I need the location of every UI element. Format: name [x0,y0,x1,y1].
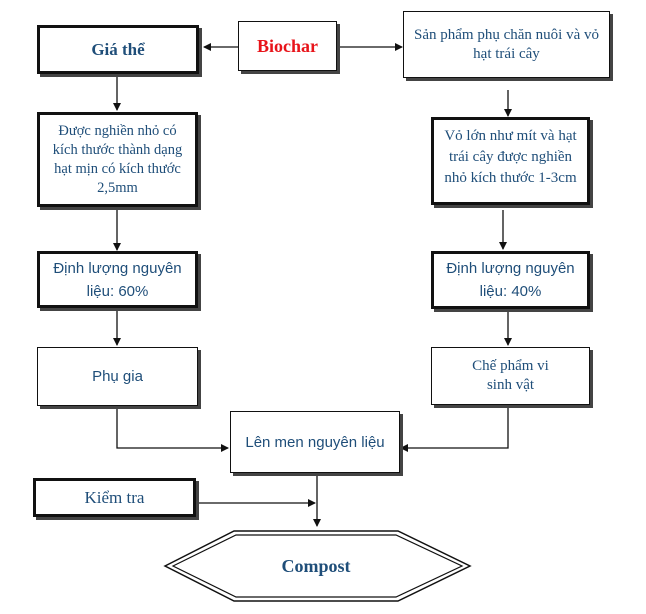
node-che-pham: Chế phẩm vi sinh vật [431,347,590,405]
node-vo-lon-label: Vỏ lớn như mít và hạt trái cây được nghi… [444,128,577,186]
compost-diamond-outer [163,530,472,602]
node-nghien-left-label: Được nghiền nhỏ có kích thước thành dạng… [52,122,183,196]
node-vo-lon: Vỏ lớn như mít và hạt trái cây được nghi… [431,117,590,205]
node-san-pham: Sản phẩm phụ chăn nuôi và vỏ hạt trái câ… [403,11,610,78]
node-compost: Compost [236,552,396,580]
node-nghien-left: Được nghiền nhỏ có kích thước thành dạng… [37,112,198,207]
node-kiem-tra-label: Kiểm tra [84,487,145,507]
node-kiem-tra: Kiểm tra [33,478,196,517]
node-len-men: Lên men nguyên liệu [230,411,400,473]
node-phu-gia-label: Phụ gia [92,368,143,385]
arrow-phugia-to-lenmen [116,406,229,452]
node-compost-label: Compost [281,555,351,576]
node-gia-the-label: Giá thể [91,39,145,59]
node-biochar-label: Biochar [257,35,318,56]
node-biochar: Biochar [238,21,337,71]
node-dinh-luong-right-label: Định lượng nguyên liệu: 40% [446,260,575,300]
node-san-pham-label: Sản phẩm phụ chăn nuôi và vỏ hạt trái câ… [414,26,599,62]
compost-diamond-inner [171,534,464,598]
node-dinh-luong-left-label: Định lượng nguyên liệu: 60% [53,259,182,300]
node-dinh-luong-left: Định lượng nguyên liệu: 60% [37,251,198,308]
node-len-men-label: Lên men nguyên liệu [245,433,385,451]
node-phu-gia: Phụ gia [37,347,198,406]
arrow-chepham-to-lenmen [400,406,509,452]
node-gia-the: Giá thể [37,25,199,74]
node-che-pham-label: Chế phẩm vi sinh vật [472,358,549,393]
node-dinh-luong-right: Định lượng nguyên liệu: 40% [431,251,590,309]
